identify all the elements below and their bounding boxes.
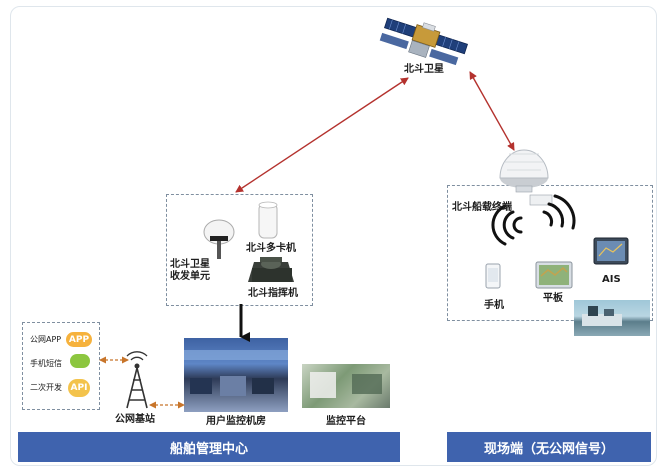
channel-dev-badge: API bbox=[68, 379, 90, 397]
channel-app-label: 公网APP bbox=[30, 335, 62, 344]
multi-card-label: 北斗多卡机 bbox=[246, 243, 296, 254]
ais-label: AIS bbox=[602, 274, 621, 285]
public-station-label: 公网基站 bbox=[115, 414, 155, 425]
user-room-label: 用户监控机房 bbox=[206, 416, 266, 427]
phone-label: 手机 bbox=[484, 300, 504, 311]
channels-box bbox=[22, 322, 100, 410]
banner-field-side: 现场端（无公网信号） bbox=[447, 432, 651, 462]
channel-sms-label: 手机短信 bbox=[30, 359, 62, 368]
banner-management-center: 船舶管理中心 bbox=[18, 432, 400, 462]
ship-photo bbox=[574, 300, 650, 336]
channel-app-badge: APP bbox=[66, 332, 92, 347]
satellite-label: 北斗卫星 bbox=[404, 64, 444, 75]
sms-bubble-icon bbox=[70, 354, 90, 368]
vessel-box bbox=[447, 185, 653, 321]
monitor-platform-photo bbox=[302, 364, 390, 408]
ship-terminal-label: 北斗船载终端 bbox=[452, 202, 512, 213]
tablet-label: 平板 bbox=[543, 293, 563, 304]
sat-unit-label-line2: 收发单元 bbox=[170, 271, 210, 282]
command-label: 北斗指挥机 bbox=[248, 288, 298, 299]
monitor-platform-label: 监控平台 bbox=[326, 416, 366, 427]
sat-unit-label-line1: 北斗卫星 bbox=[170, 259, 210, 270]
user-room-photo bbox=[184, 338, 288, 412]
channel-dev-label: 二次开发 bbox=[30, 383, 62, 392]
